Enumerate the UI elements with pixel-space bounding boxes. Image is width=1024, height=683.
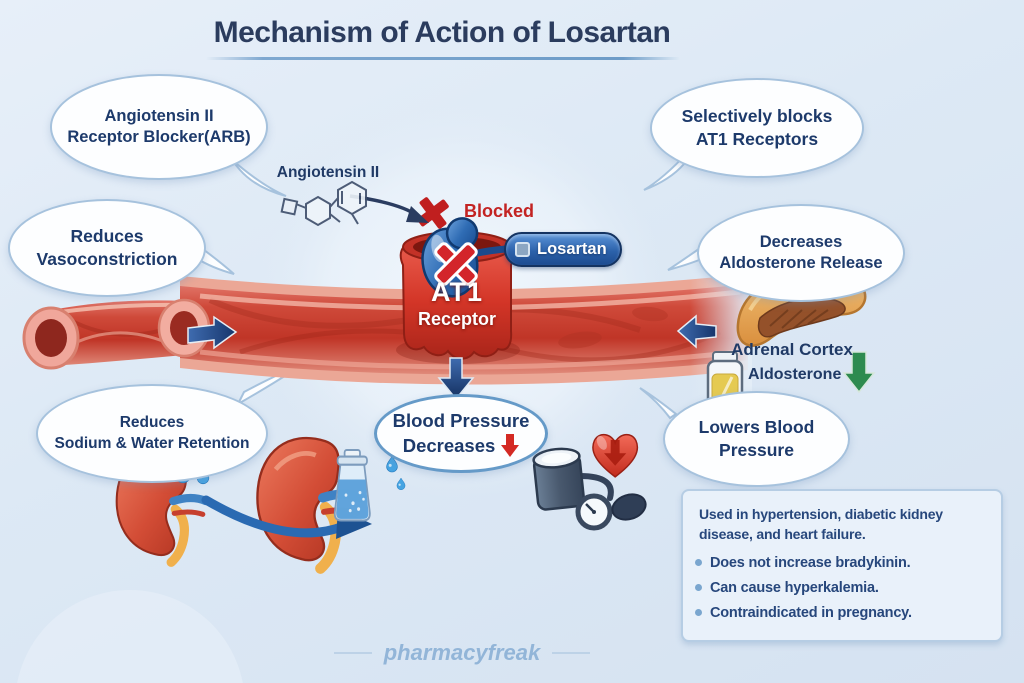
angiotensin-molecule-icon <box>280 180 367 227</box>
title-underline <box>206 57 680 60</box>
bullet-dot-icon <box>695 559 702 567</box>
vessel-segment-illustration <box>22 298 211 370</box>
bullet-dot-icon <box>695 609 702 617</box>
bullet-text: Does not increase bradykinin. <box>710 554 911 571</box>
bullet-text: Contraindicated in pregnancy. <box>710 604 912 621</box>
red-down-arrow-icon <box>501 434 520 458</box>
down-arrow-icon <box>437 357 475 401</box>
bp-cuff-icon <box>532 447 647 531</box>
bubble-arb: Angiotensin II Receptor Blocker(ARB) <box>50 74 268 180</box>
at1-text: AT1 <box>430 277 483 307</box>
blocked-label: Blocked <box>464 201 535 221</box>
watermark-dash <box>552 652 591 654</box>
bubble-lowers-line1: Lowers Blood <box>698 417 815 438</box>
bullet-dot-icon <box>695 584 702 592</box>
angiotensin-label: Angiotensin II <box>276 164 380 181</box>
bubble-lowers-line2: Pressure <box>719 440 794 460</box>
watermark-dash <box>333 652 372 654</box>
bubble-arb-line1: Angiotensin II <box>104 106 214 125</box>
aldosterone-decrease-arrow-icon <box>842 351 876 394</box>
list-item: Contraindicated in pregnancy. <box>695 605 989 621</box>
bubble-daldo-line2: Aldosterone Release <box>719 254 883 272</box>
watermark-text: pharmacyfreak <box>383 640 541 665</box>
bubble-selective-line2: AT1 Receptors <box>695 129 819 149</box>
blocked-x-badge-icon <box>434 242 478 286</box>
heart-icon <box>592 434 639 478</box>
losartan-tag: Losartan <box>504 232 622 267</box>
water-flask-icon <box>333 448 371 522</box>
bubble-bp-line1: Blood Pressure <box>392 410 530 432</box>
bubble-sodium-line2: Sodium & Water Retention <box>54 434 250 452</box>
bubble-sodium-line1: Reduces <box>119 414 185 432</box>
bubble-bp-decreases: Blood Pressure Decreases <box>374 394 548 473</box>
bubble-vaso-line1: Reduces <box>70 226 144 247</box>
bullet-text: Can cause hyperkalemia. <box>710 579 879 596</box>
bubble-vaso-line2: Vasoconstriction <box>36 249 178 269</box>
at1-receptor-label: AT1 Receptor <box>405 279 509 330</box>
bubble-decreases-aldosterone: Decreases Aldosterone Release <box>697 204 905 302</box>
bubble-arb-line2: Receptor Blocker(ARB) <box>67 128 251 146</box>
bubble-selective-block: Selectively blocks AT1 Receptors <box>650 78 864 178</box>
flow-arrow-right-icon <box>187 315 238 350</box>
aldosterone-label: Aldosterone <box>748 366 842 383</box>
bubble-lowers-bp: Lowers Blood Pressure <box>663 391 850 487</box>
watermark: pharmacyfreak <box>322 640 602 666</box>
adrenal-cortex-label: Adrenal Cortex <box>731 340 853 359</box>
clinical-intro: Used in hypertension, diabetic kidney di… <box>699 506 943 543</box>
bubble-reduces-sodium-water: Reduces Sodium & Water Retention <box>36 384 268 483</box>
list-item: Can cause hyperkalemia. <box>695 580 989 596</box>
bubble-bp-line2: Decreases <box>402 434 496 456</box>
bubble-selective-line1: Selectively blocks <box>681 106 833 127</box>
losartan-tag-label: Losartan <box>537 240 607 258</box>
receptor-text: Receptor <box>417 309 497 329</box>
clinical-notes-box: Used in hypertension, diabetic kidney di… <box>681 489 1003 642</box>
bubble-daldo-line1: Decreases <box>759 232 843 251</box>
list-item: Does not increase bradykinin. <box>695 555 989 571</box>
flow-arrow-left-icon <box>676 314 717 349</box>
pill-square-icon <box>515 242 530 257</box>
page-title: Mechanism of Action of Losartan <box>213 16 671 49</box>
bubble-reduces-vasoconstriction: Reduces Vasoconstriction <box>8 199 206 297</box>
